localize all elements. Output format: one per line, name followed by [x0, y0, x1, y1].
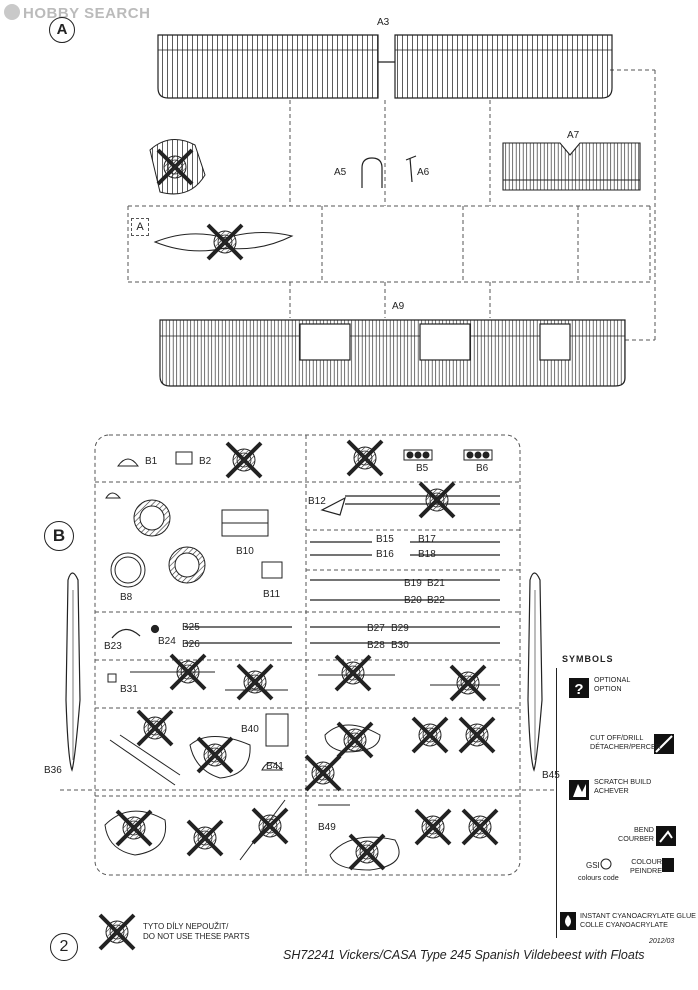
symbol-glue-en: INSTANT CYANOACRYLATE GLUE	[580, 911, 696, 920]
do-not-use-notice: TYTO DÍLY NEPOUŽIT/ DO NOT USE THESE PAR…	[143, 922, 250, 942]
part-label-b49: B49	[318, 822, 336, 833]
sprue-a-badge: A	[49, 17, 75, 43]
symbol-colour: COLOUR PEINDRE	[622, 857, 662, 875]
part-label-b24: B24	[158, 636, 176, 647]
watermark-logo-icon	[4, 4, 20, 20]
symbol-glue: INSTANT CYANOACRYLATE GLUE COLLE CYANOAC…	[580, 911, 698, 929]
symbol-cut-fr: DÉTACHER/PERCER	[590, 741, 661, 751]
part-label-b41: B41	[266, 761, 284, 772]
sprue-a-letter: A	[56, 21, 68, 38]
page-number: 2	[50, 933, 78, 961]
symbol-bend-en: BEND	[634, 825, 654, 834]
hand-icon	[569, 780, 589, 800]
part-label-b40: B40	[241, 724, 259, 735]
part-label-b30: B30	[391, 640, 409, 651]
part-label-b22: B22	[427, 595, 445, 606]
symbol-colours-code: colours code	[578, 873, 638, 883]
part-label-b23: B23	[104, 641, 122, 652]
paint-icon	[662, 858, 674, 872]
part-label-b6: B6	[476, 463, 489, 474]
symbol-gsi: GSI	[586, 861, 616, 871]
symbol-colours-code-text: colours code	[578, 873, 619, 882]
part-label-b15: B15	[376, 534, 394, 545]
part-label-b12: B12	[308, 496, 326, 507]
sprue-b-letter: B	[52, 526, 66, 545]
symbol-colour-en: COLOUR	[631, 857, 662, 866]
part-label-b18: B18	[418, 549, 436, 560]
part-label-b2: B2	[199, 456, 212, 467]
part-label-b17: B17	[418, 534, 436, 545]
part-label-b8: B8	[120, 592, 133, 603]
symbol-optional: OPTIONAL OPTION	[594, 675, 698, 693]
symbol-optional-fr: OPTION	[594, 683, 622, 693]
symbols-legend	[556, 668, 687, 938]
part-label-b21: B21	[427, 578, 445, 589]
symbol-cut-en: CUT OFF/DRILL	[590, 733, 644, 742]
part-label-b11: B11	[263, 589, 281, 600]
part-label-b26: B26	[182, 639, 200, 650]
part-label-a9: A9	[392, 301, 405, 312]
part-label-b29: B29	[391, 623, 409, 634]
question-icon	[569, 678, 589, 698]
symbol-cut: CUT OFF/DRILL DÉTACHER/PERCER	[590, 733, 698, 751]
part-label-b31: B31	[120, 684, 138, 695]
part-label-b20: B20	[404, 595, 422, 606]
part-label-a7: A7	[567, 130, 580, 141]
drill-icon	[654, 734, 674, 754]
symbol-gsi-text: GSI	[586, 861, 600, 870]
symbol-bend-fr: COURBER	[618, 833, 654, 843]
sprue-a-frame-letter: A	[136, 221, 144, 233]
part-label-a6: A6	[417, 167, 430, 178]
part-label-a3: A3	[377, 17, 390, 28]
part-label-b45: B45	[542, 770, 560, 781]
part-label-b19: B19	[404, 578, 422, 589]
symbol-scratch-en: SCRATCH BUILD	[594, 777, 652, 786]
part-label-b27: B27	[367, 623, 385, 634]
part-label-b28: B28	[367, 640, 385, 651]
sprue-b-badge: B	[44, 521, 74, 551]
symbol-scratch-fr: ACHEVER	[594, 785, 629, 795]
symbol-optional-en: OPTIONAL	[594, 675, 631, 684]
do-not-use-icon	[100, 915, 134, 949]
part-label-b1: B1	[145, 456, 158, 467]
svg-text:?: ?	[574, 681, 583, 698]
part-label-b25: B25	[182, 622, 200, 633]
kit-title: SH72241 Vickers/CASA Type 245 Spanish Vi…	[283, 948, 645, 962]
symbol-scratch: SCRATCH BUILD ACHEVER	[594, 777, 698, 795]
symbol-bend: BEND COURBER	[614, 825, 654, 843]
part-label-b16: B16	[376, 549, 394, 560]
part-label-b10: B10	[236, 546, 254, 557]
page-number-text: 2	[59, 938, 69, 955]
part-label-b5: B5	[416, 463, 429, 474]
symbols-title: SYMBOLS	[562, 654, 614, 664]
symbol-colour-fr: PEINDRE	[630, 865, 662, 875]
notice-line-cz: TYTO DÍLY NEPOUŽIT/	[143, 922, 229, 931]
sprue-a-frame-tag: A	[131, 218, 149, 236]
glue-drop-icon	[560, 912, 576, 930]
part-label-a5: A5	[334, 167, 347, 178]
part-label-b36: B36	[44, 765, 62, 776]
bend-icon	[656, 826, 676, 846]
notice-line-en: DO NOT USE THESE PARTS	[143, 932, 250, 941]
symbol-glue-fr: COLLE CYANOACRYLATE	[580, 919, 668, 929]
issue-date: 2012/03	[649, 938, 675, 945]
